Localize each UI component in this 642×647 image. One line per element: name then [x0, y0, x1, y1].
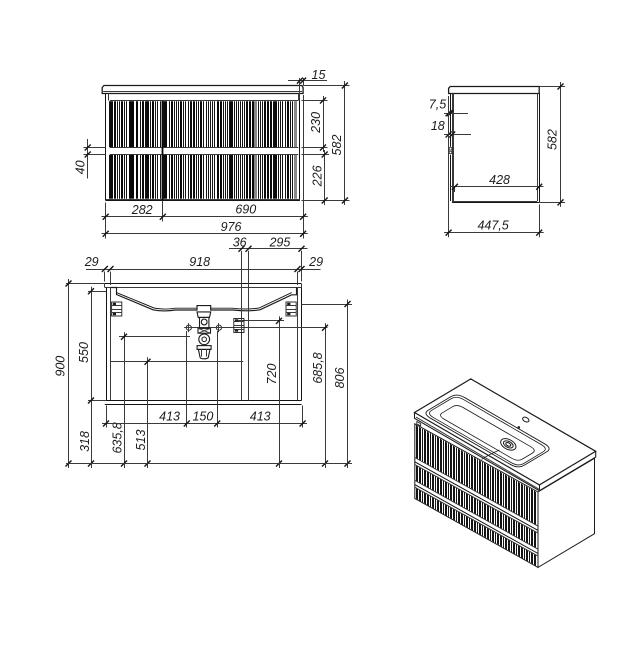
svg-text:428: 428	[489, 173, 510, 187]
svg-text:685,8: 685,8	[311, 352, 325, 383]
svg-text:18: 18	[431, 119, 445, 133]
svg-text:226: 226	[311, 165, 325, 187]
svg-text:230: 230	[309, 112, 323, 134]
svg-text:976: 976	[221, 220, 242, 234]
svg-text:282: 282	[131, 203, 153, 217]
svg-text:550: 550	[77, 342, 91, 363]
svg-text:806: 806	[333, 368, 347, 389]
svg-text:690: 690	[235, 203, 256, 217]
svg-text:7,5: 7,5	[429, 97, 446, 111]
svg-text:635,8: 635,8	[110, 422, 124, 453]
svg-text:513: 513	[134, 430, 148, 451]
svg-text:918: 918	[189, 255, 210, 269]
svg-text:582: 582	[545, 129, 559, 150]
svg-text:15: 15	[312, 68, 326, 82]
svg-text:318: 318	[78, 431, 92, 452]
svg-text:720: 720	[265, 364, 279, 385]
svg-text:150: 150	[192, 410, 213, 424]
svg-text:900: 900	[53, 356, 67, 377]
svg-text:36: 36	[233, 236, 247, 250]
svg-text:413: 413	[159, 410, 180, 424]
svg-text:413: 413	[250, 410, 271, 424]
svg-text:40: 40	[73, 160, 87, 174]
svg-text:29: 29	[308, 255, 323, 269]
svg-text:29: 29	[84, 255, 99, 269]
svg-text:582: 582	[330, 135, 344, 156]
svg-text:447,5: 447,5	[477, 219, 508, 233]
svg-text:295: 295	[268, 236, 290, 250]
